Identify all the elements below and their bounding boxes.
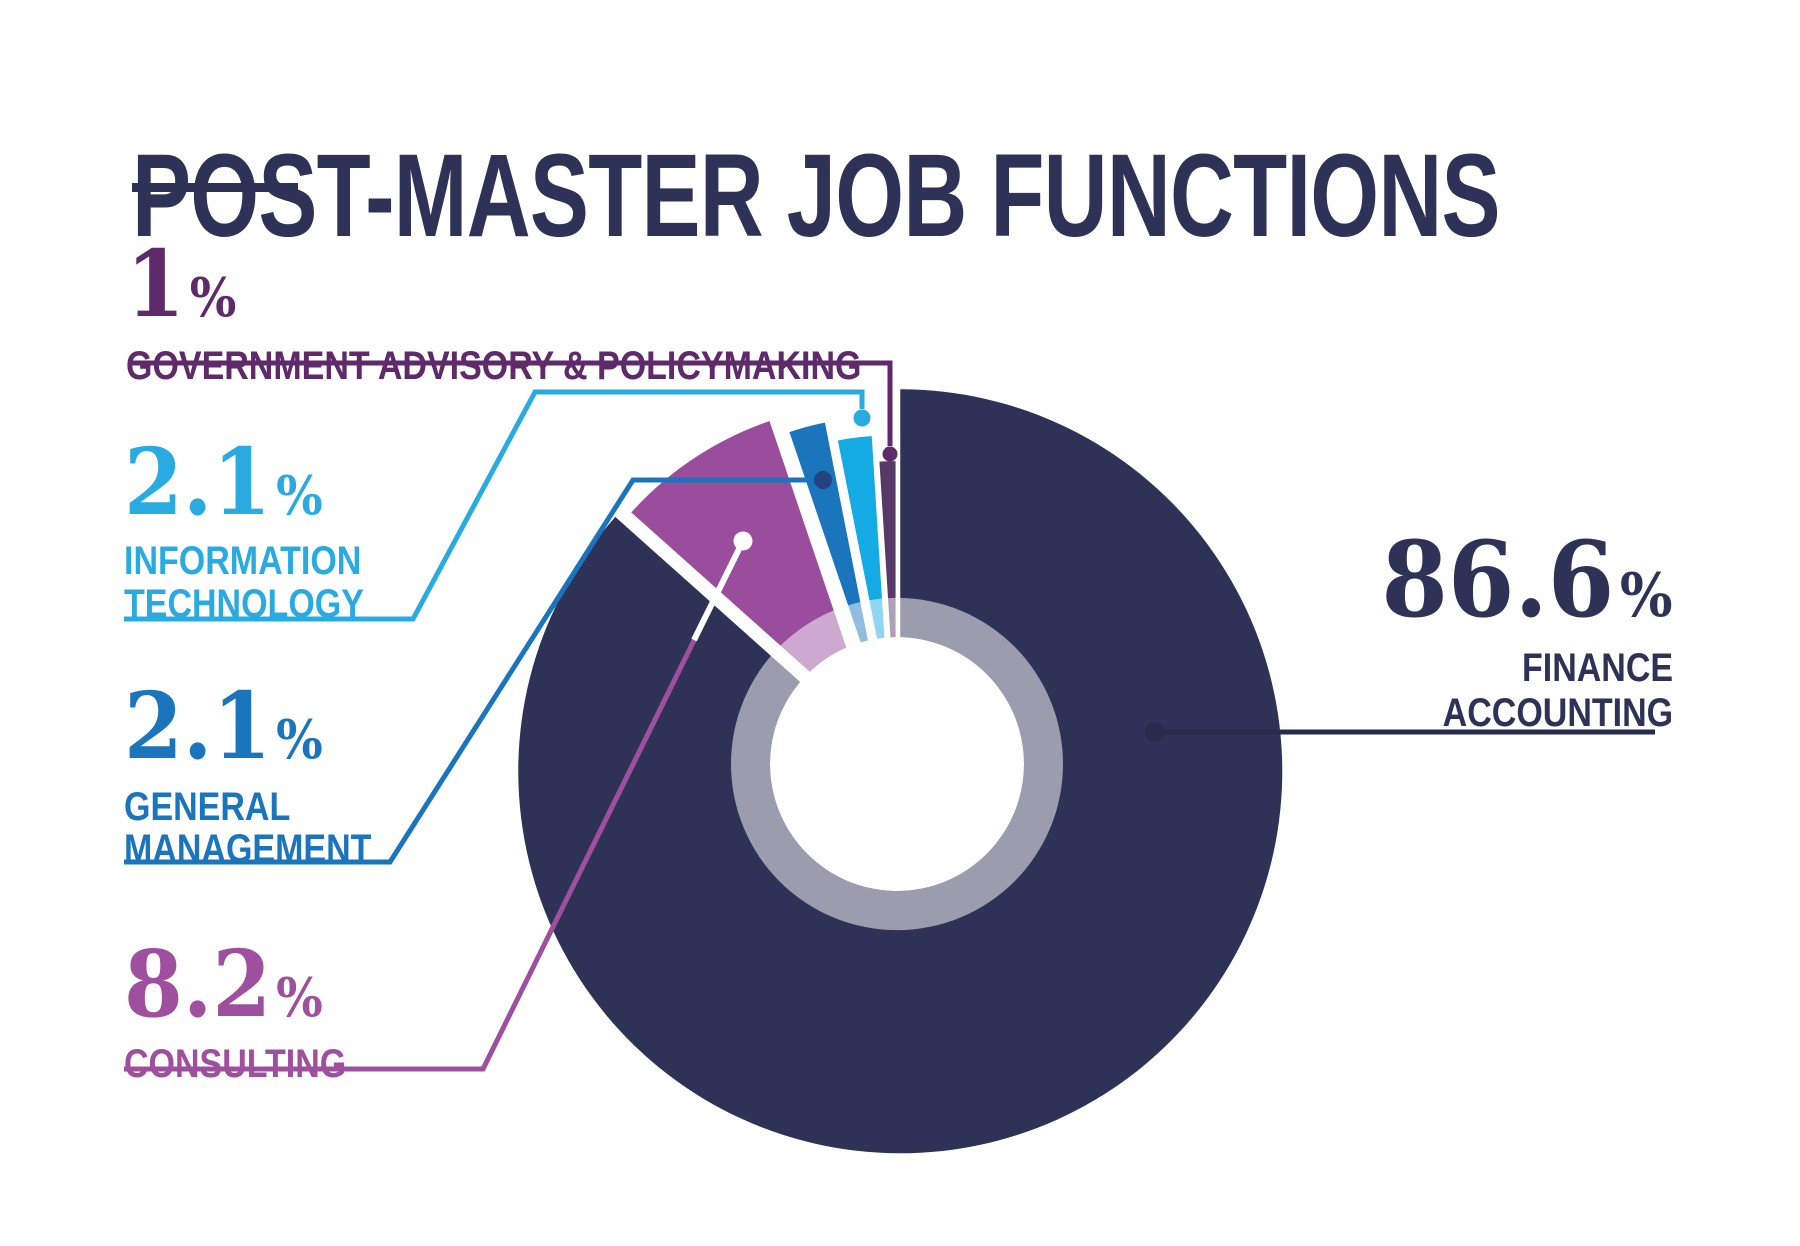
- leader-general-management: [124, 477, 815, 865]
- leader-consulting-white-tip: [691, 539, 746, 642]
- gm-value: 2.1%: [124, 672, 323, 780]
- title-underline: [132, 183, 298, 192]
- gov-value: 1%: [126, 230, 237, 338]
- leader-consulting: [124, 539, 746, 1072]
- gm-leader-dot: [814, 471, 832, 489]
- consulting-value: 8.2%: [124, 930, 323, 1038]
- it-value: 2.1%: [124, 428, 323, 536]
- leader-government-advisory: [128, 360, 893, 446]
- callout-government-advisory: 1% GOVERNMENT ADVISORY & POLICYMAKING: [126, 238, 991, 388]
- it-leader-dot: [853, 409, 871, 427]
- leader-information-technology: [124, 389, 865, 622]
- page-title: POST-MASTER JOB FUNCTIONS: [132, 130, 1501, 263]
- percent-sign: %: [1620, 560, 1673, 631]
- consulting-leader-dot: [733, 531, 753, 551]
- consulting-label: CONSULTING: [124, 1042, 347, 1086]
- gov-label: GOVERNMENT ADVISORY & POLICYMAKING: [126, 344, 862, 388]
- finance-value: 86.6%: [1381, 518, 1673, 641]
- gov-leader-dot: [882, 446, 898, 462]
- percent-sign: %: [276, 464, 323, 527]
- callout-consulting: 8.2% CONSULTING: [124, 938, 385, 1086]
- finance-leader-dot: [1145, 722, 1165, 742]
- percent-sign: %: [189, 266, 237, 329]
- percent-sign: %: [276, 966, 323, 1029]
- donut-hole: [770, 637, 1024, 891]
- percent-sign: %: [276, 708, 323, 771]
